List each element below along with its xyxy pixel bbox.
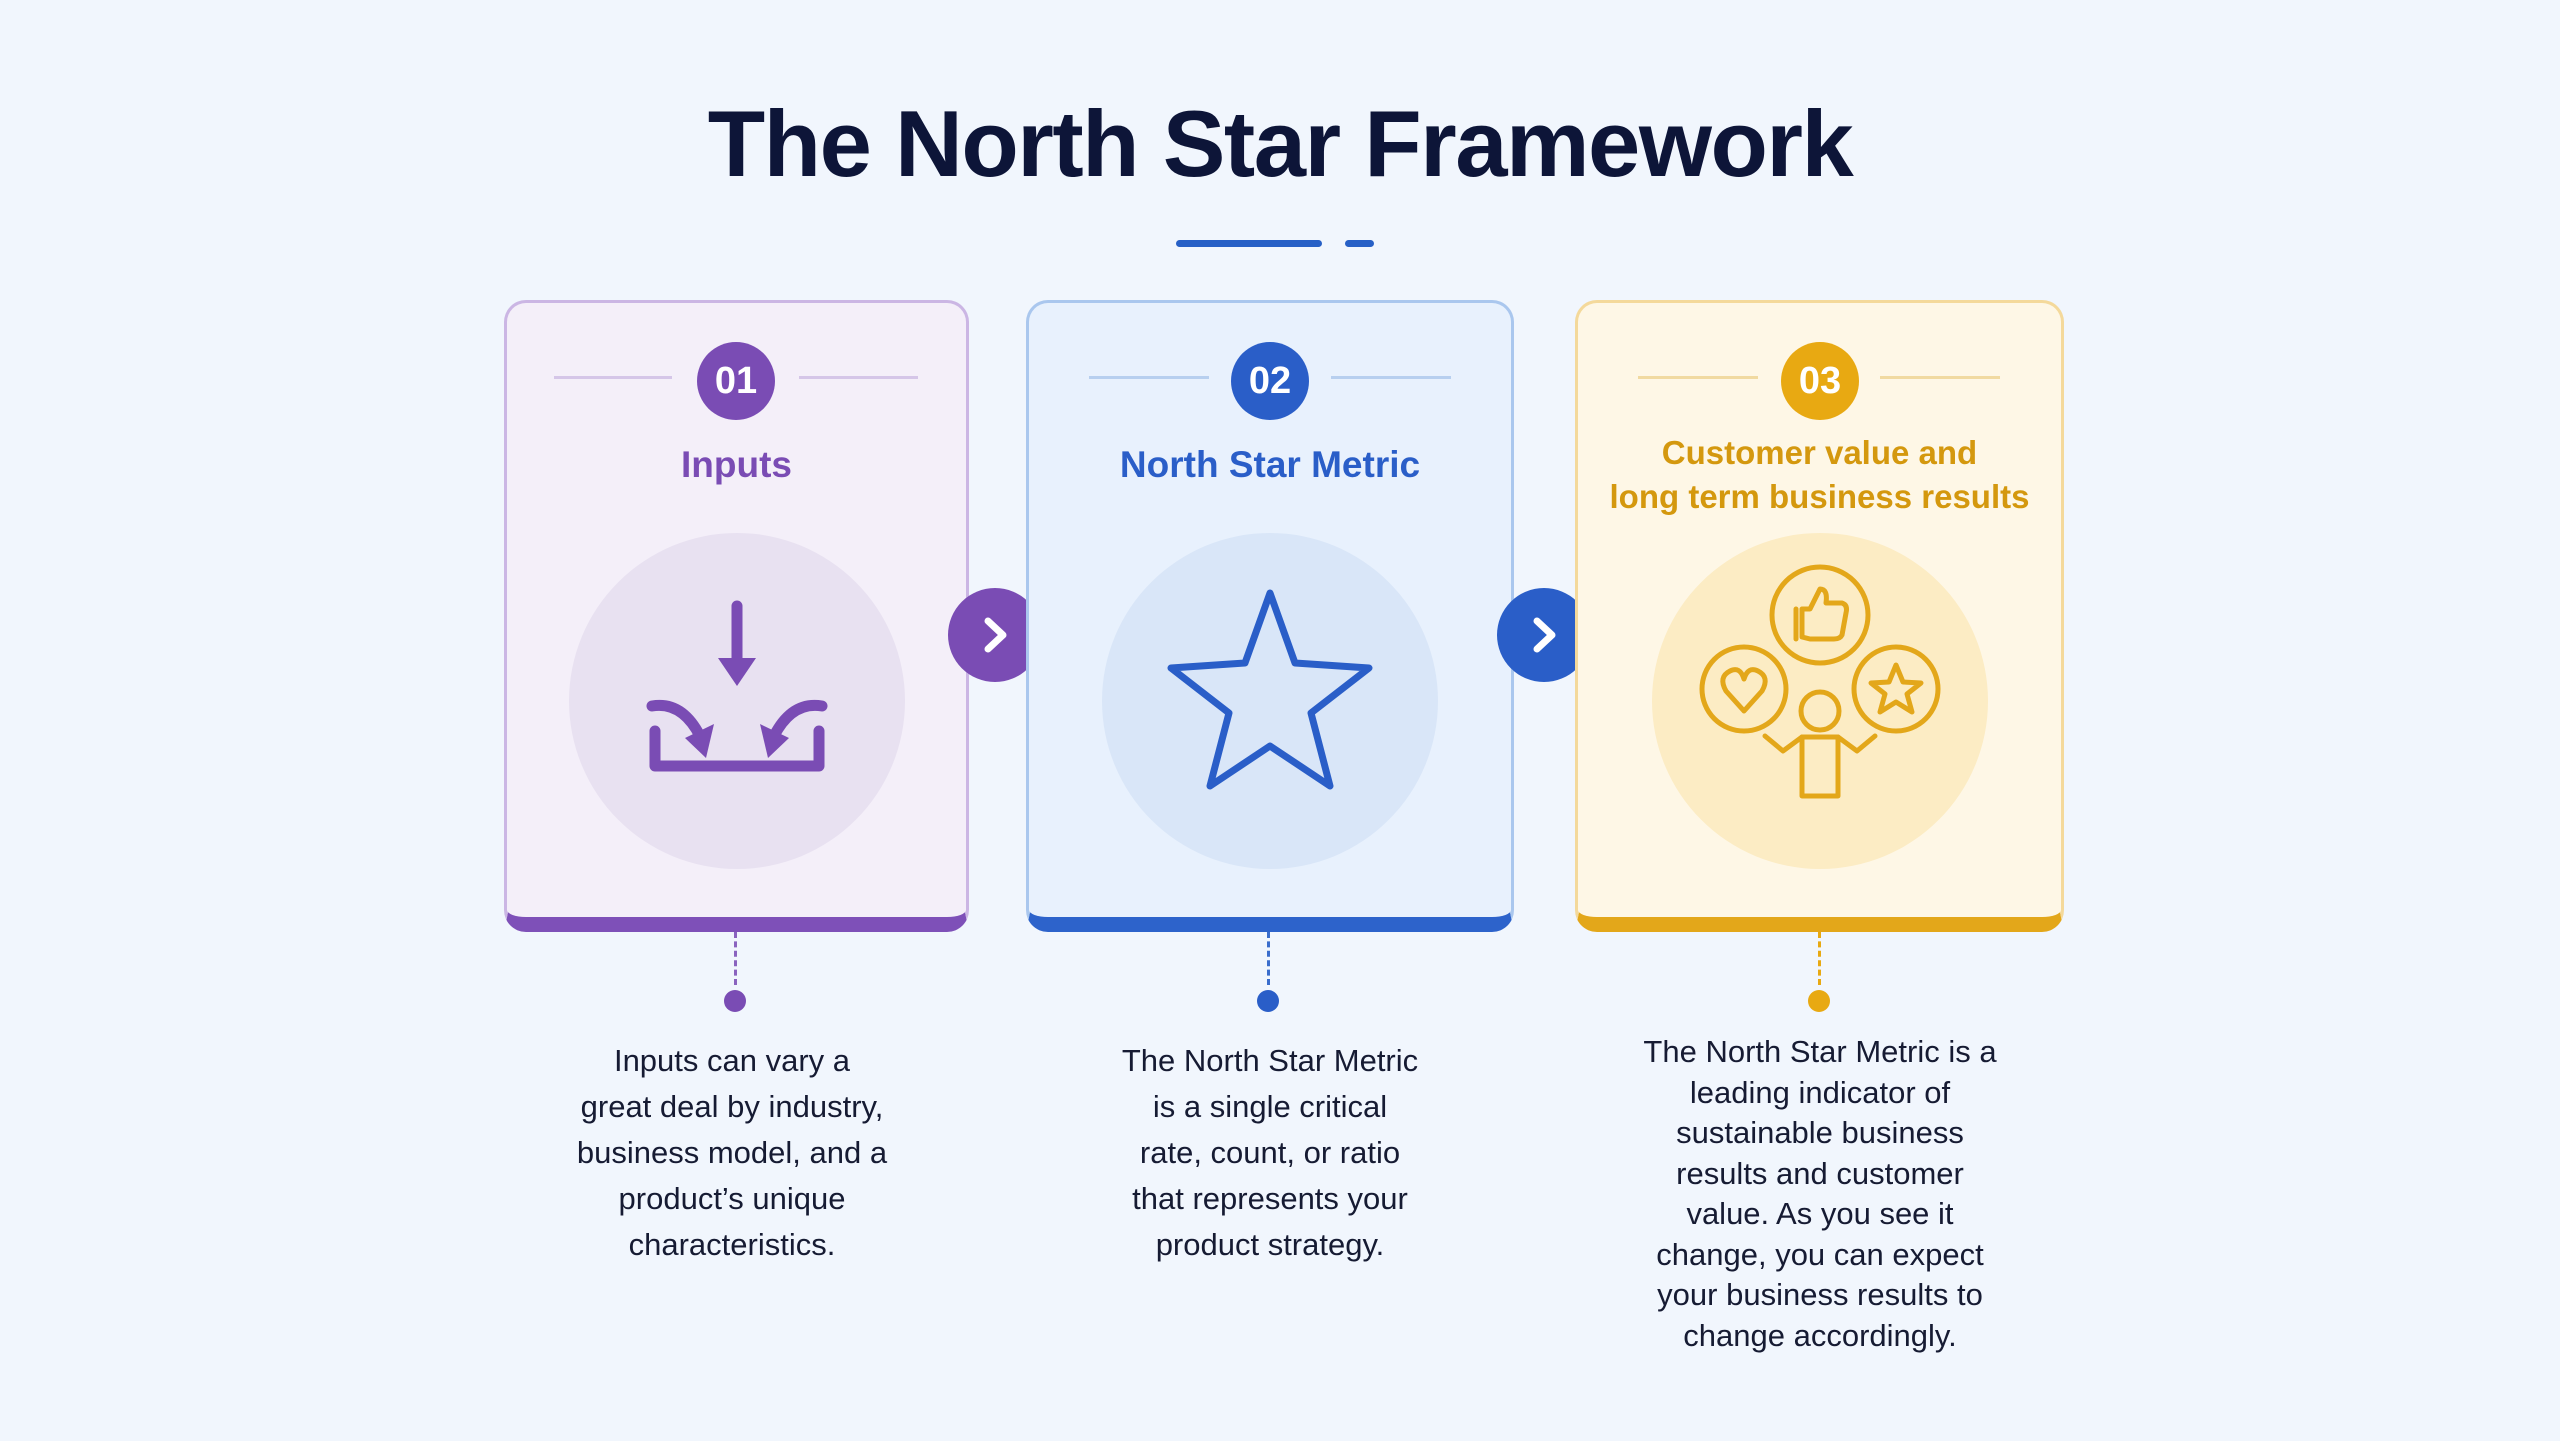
step-number-badge: 03 — [1781, 342, 1859, 420]
title-underline-accent — [1345, 240, 1374, 247]
connector-dot — [1808, 990, 1830, 1012]
chevron-right-icon — [1533, 617, 1556, 653]
step-description: Inputs can vary a great deal by industry… — [576, 1043, 888, 1262]
divider-line — [554, 376, 672, 379]
step-number-badge: 02 — [1231, 342, 1309, 420]
connector-line — [1818, 932, 1821, 985]
connector-dot — [724, 990, 746, 1012]
icon-backdrop — [569, 533, 905, 869]
icon-backdrop — [1652, 533, 1988, 869]
divider-line — [1331, 376, 1451, 379]
chevron-right-icon — [984, 617, 1007, 653]
connector-dot — [1257, 990, 1279, 1012]
step-description: The North Star Metric is a leading indic… — [1643, 1034, 1997, 1353]
step-card-inputs: 01 Inputs — [504, 300, 969, 932]
page-title: The North Star Framework — [707, 91, 1854, 196]
connector-line — [1267, 932, 1270, 985]
connector-line — [734, 932, 737, 985]
customer-value-icon — [1699, 564, 1941, 799]
step-title: Customer value and long term business re… — [1609, 434, 2030, 515]
divider-line — [1638, 376, 1758, 379]
step-number-badge: 01 — [697, 342, 775, 420]
step-card-customer-value: 03 Customer value and long term business… — [1575, 300, 2064, 932]
icon-backdrop — [1102, 533, 1438, 869]
inbox-download-icon — [646, 600, 828, 772]
title-underline — [1176, 240, 1322, 247]
divider-line — [1089, 376, 1209, 379]
star-icon — [1167, 589, 1373, 790]
divider-line — [799, 376, 918, 379]
step-title: Inputs — [681, 444, 792, 485]
step-description: The North Star Metric is a single critic… — [1121, 1043, 1419, 1262]
step-title: North Star Metric — [1119, 444, 1421, 485]
divider-line — [1880, 376, 2000, 379]
step-card-north-star-metric: 02 North Star Metric — [1026, 300, 1514, 932]
